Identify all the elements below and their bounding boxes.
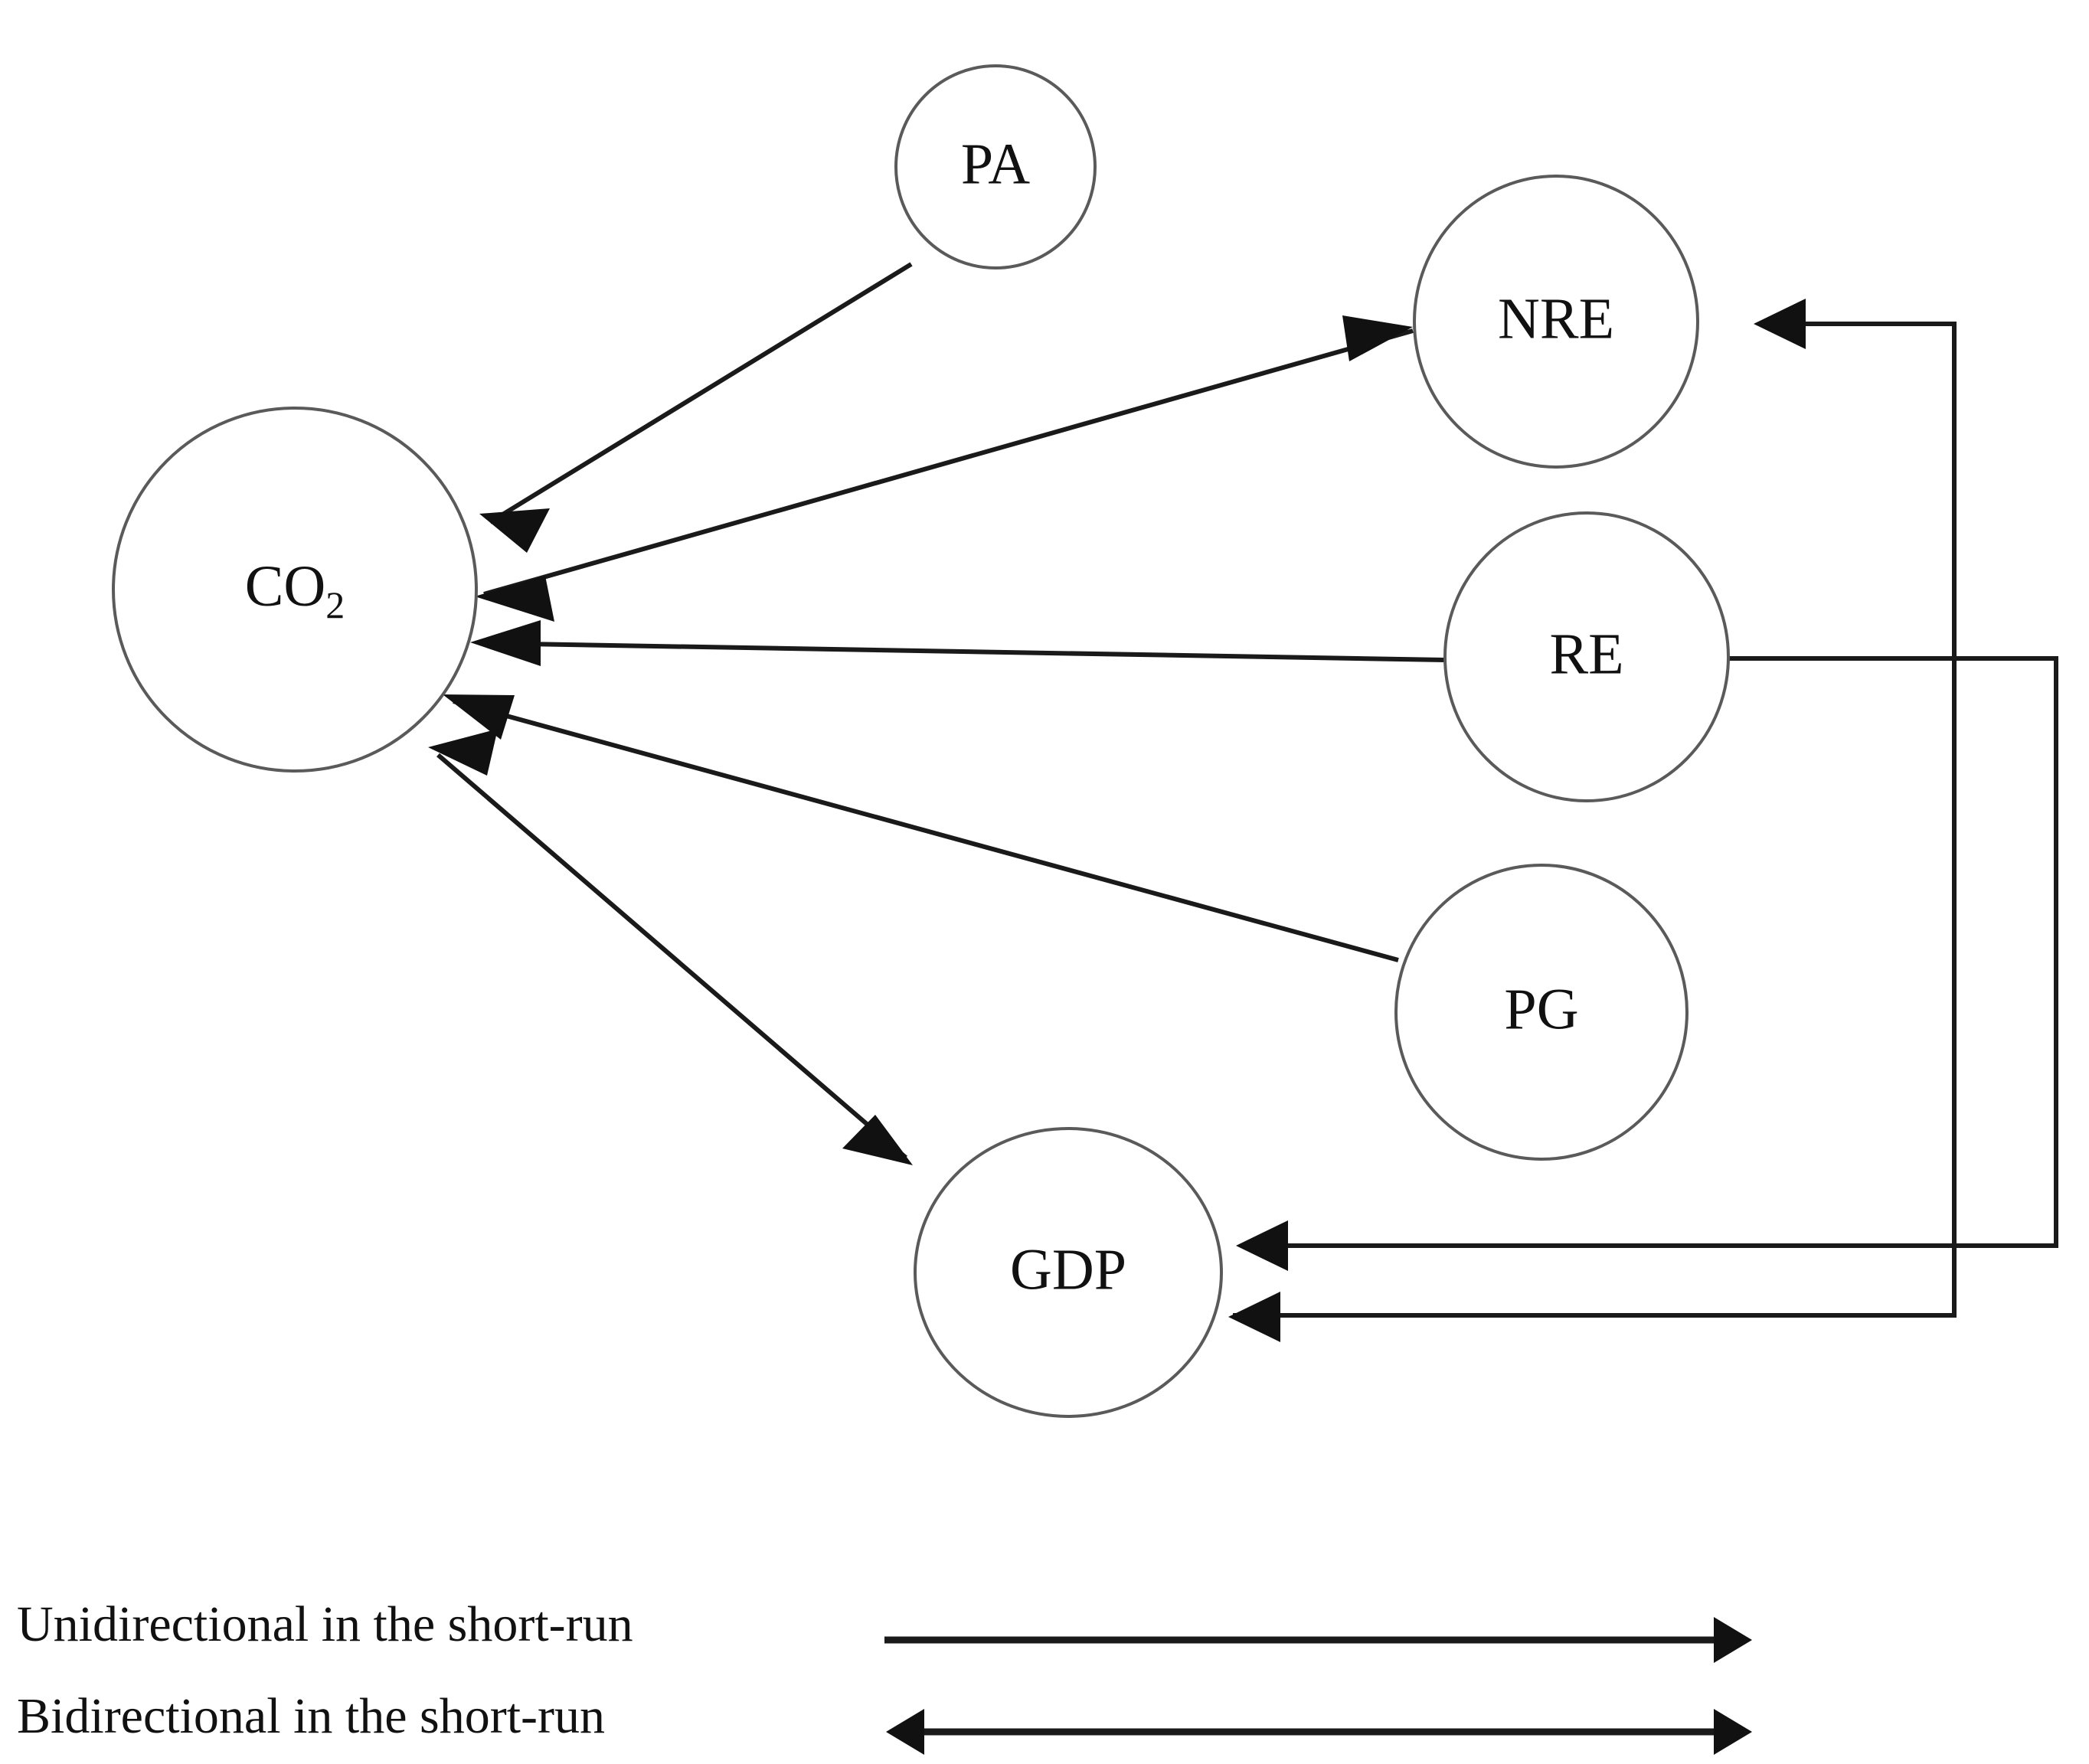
legend-item-unidirectional: Unidirectional in the short-run (17, 1596, 1752, 1663)
node-co2[interactable]: CO2 (112, 407, 478, 773)
arrowhead-into-co2-from-re (470, 620, 541, 666)
node-co2-label-subscript: 2 (325, 583, 345, 626)
node-co2-label-main: CO (245, 554, 326, 619)
edge-co2-nre-bidirectional (475, 315, 1414, 622)
arrowhead-into-nre-from-co2 (1342, 315, 1413, 361)
edge-gdp-lower-inbound-arrow (1228, 1292, 1280, 1342)
node-pa-label: PA (961, 132, 1030, 196)
edge-re-to-co2 (470, 620, 1446, 666)
node-pa-ellipse[interactable] (894, 64, 1097, 270)
legend: Unidirectional in the short-run Bidirect… (17, 1596, 1752, 1755)
node-co2-ellipse[interactable] (112, 407, 478, 773)
node-re[interactable]: RE (1443, 511, 1730, 802)
legend-label-unidirectional: Unidirectional in the short-run (17, 1596, 633, 1652)
node-gdp-ellipse[interactable] (914, 1127, 1223, 1418)
node-re-ellipse[interactable] (1443, 511, 1730, 802)
arrowhead-into-co2-from-nre (475, 576, 554, 622)
node-gdp-label: GDP (1010, 1237, 1126, 1302)
node-gdp[interactable]: GDP (914, 1127, 1223, 1418)
node-co2-label: CO2 (245, 554, 345, 626)
legend-arrowhead-bidirectional-left (886, 1709, 924, 1755)
edge-co2-gdp-bidirectional (428, 729, 913, 1165)
legend-arrowhead-bidirectional-right (1714, 1709, 1752, 1755)
node-nre-label: NRE (1498, 286, 1614, 351)
node-pa[interactable]: PA (894, 64, 1097, 270)
arrowhead-into-gdp-from-re (1236, 1220, 1288, 1271)
edge-pg-to-co2 (443, 694, 1399, 962)
node-pg-label: PG (1504, 977, 1578, 1041)
arrowhead-into-gdp-from-co2 (842, 1115, 913, 1165)
legend-item-bidirectional: Bidirectional in the short-run (17, 1688, 1752, 1755)
legend-arrowhead-unidirectional-right (1714, 1617, 1752, 1663)
arrowhead-into-co2-from-pg (443, 694, 515, 740)
node-nre[interactable]: NRE (1413, 175, 1699, 469)
arrowhead-into-gdp-lower (1228, 1292, 1280, 1342)
node-pg-ellipse[interactable] (1394, 864, 1689, 1161)
node-nre-ellipse[interactable] (1413, 175, 1699, 469)
legend-label-bidirectional: Bidirectional in the short-run (17, 1688, 605, 1744)
edge-re-to-gdp (1236, 656, 2058, 1271)
arrowhead-into-nre-from-gdp (1754, 299, 1806, 349)
edge-gdp-to-nre (1233, 299, 1957, 1318)
node-re-label: RE (1549, 622, 1623, 686)
edge-pa-to-co2 (479, 262, 913, 553)
arrowhead-into-co2-from-pa (479, 508, 550, 553)
node-pg[interactable]: PG (1394, 864, 1689, 1161)
arrowhead-into-co2-from-gdp (428, 729, 498, 776)
